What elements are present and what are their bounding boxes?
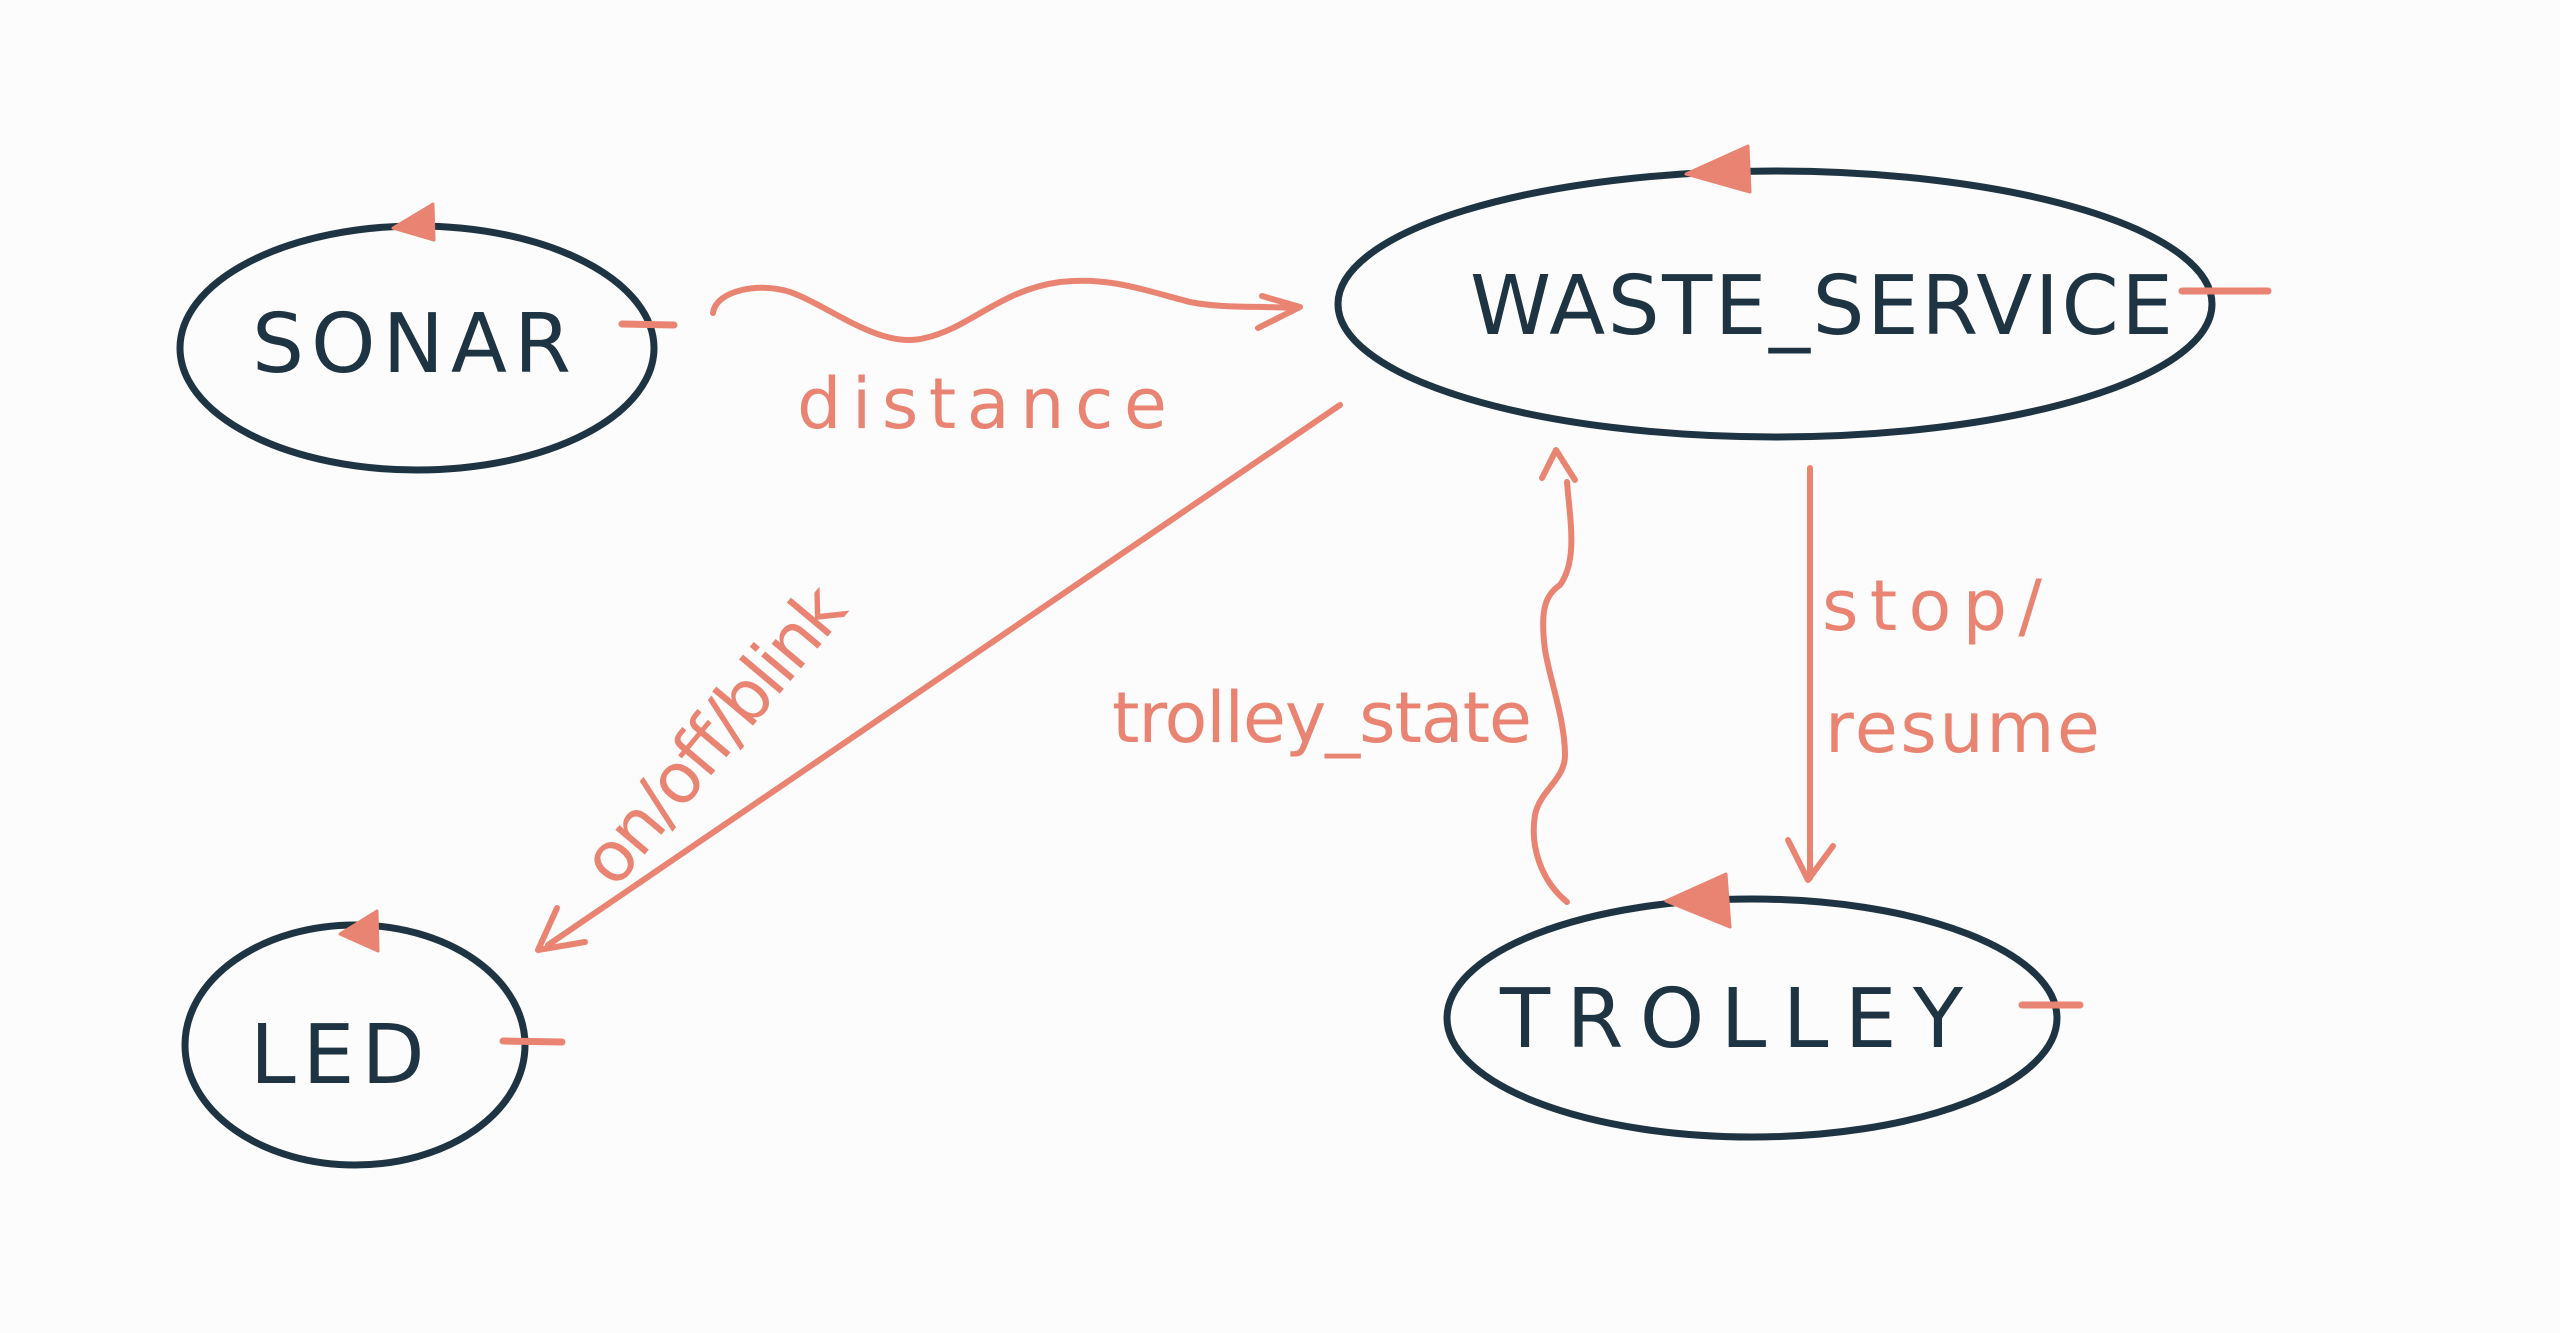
trolley-state-arrowhead-icon	[1539, 447, 1578, 483]
sonar-input-port-icon	[391, 202, 436, 242]
led-command-arrow	[545, 402, 1343, 948]
stop-resume-arrowhead-icon	[1785, 837, 1836, 883]
edge-stop-resume[interactable]: stop/ resume	[1785, 465, 2100, 883]
waste-service-ellipse	[1334, 167, 2216, 441]
trolley-state-arrow	[1530, 479, 1575, 905]
led-label: LED	[250, 1008, 432, 1103]
distance-label: distance	[797, 363, 1167, 445]
node-waste-service[interactable]: WASTE_SERVICE	[1334, 144, 2272, 441]
distance-arrowhead-icon	[1255, 293, 1303, 331]
sonar-output-port	[618, 320, 678, 329]
waste-service-input-port-icon	[1684, 144, 1752, 194]
node-led[interactable]: LED	[181, 909, 566, 1169]
edge-trolley-state[interactable]: trolley_state	[1112, 447, 1578, 905]
trolley-label: TROLLEY	[1499, 972, 1970, 1067]
trolley-input-port-icon	[1664, 872, 1732, 929]
led-command-arrowhead-icon	[535, 905, 588, 953]
stop-resume-label-line1: stop/	[1822, 565, 2042, 647]
node-sonar[interactable]: SONAR	[176, 202, 678, 474]
sonar-label: SONAR	[252, 297, 578, 392]
trolley-ellipse	[1443, 895, 2061, 1141]
node-trolley[interactable]: TROLLEY	[1443, 872, 2084, 1141]
waste-service-label: WASTE_SERVICE	[1470, 259, 2180, 354]
stop-resume-label-line2: resume	[1825, 687, 2100, 769]
led-output-port	[499, 1037, 566, 1046]
led-input-port-icon	[338, 909, 380, 953]
edge-distance[interactable]: distance	[710, 277, 1303, 445]
led-command-label: on/off/blink	[565, 568, 863, 901]
distance-arrow	[710, 277, 1301, 343]
trolley-state-label: trolley_state	[1112, 677, 1532, 759]
